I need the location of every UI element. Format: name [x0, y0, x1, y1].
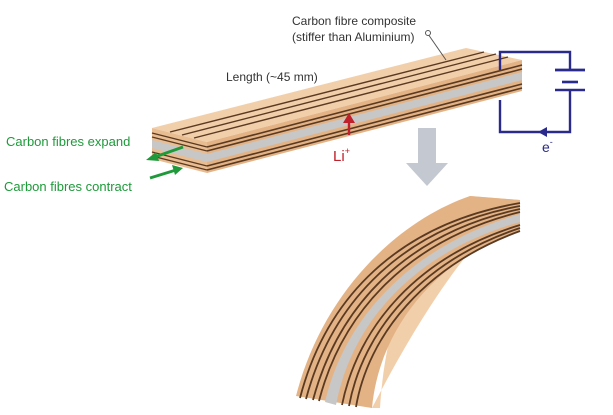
ion-arrow-icon	[343, 113, 355, 135]
ion-symbol: Li	[333, 148, 345, 165]
contract-label: Carbon fibres contract	[4, 179, 132, 194]
expand-label: Carbon fibres expand	[6, 134, 130, 149]
electron-arrow-icon	[538, 127, 547, 137]
beam-separator	[207, 72, 522, 162]
electron-label: e-	[542, 137, 553, 155]
composite-leader	[425, 30, 447, 61]
composite-label-line1: Carbon fibre composite	[292, 14, 416, 28]
beam-front-separator	[152, 140, 207, 162]
bent-fibres	[299, 202, 521, 408]
composite-label-line2: (stiffer than Aluminium)	[292, 30, 415, 44]
beam-fibres	[206, 64, 523, 171]
contract-arrow-icon	[149, 165, 183, 180]
electron-charge: -	[550, 137, 553, 147]
bent-composite-beam	[296, 196, 521, 408]
straight-composite-beam	[151, 48, 523, 173]
beam-top-fibres	[169, 51, 509, 139]
transition-arrow-icon	[406, 128, 448, 186]
expand-arrow-icon	[146, 145, 184, 161]
battery-icon	[555, 68, 585, 84]
electron-symbol: e	[542, 139, 550, 155]
ion-label: Li+	[333, 146, 350, 165]
length-label: Length (~45 mm)	[226, 70, 318, 84]
ion-charge: +	[345, 146, 350, 156]
